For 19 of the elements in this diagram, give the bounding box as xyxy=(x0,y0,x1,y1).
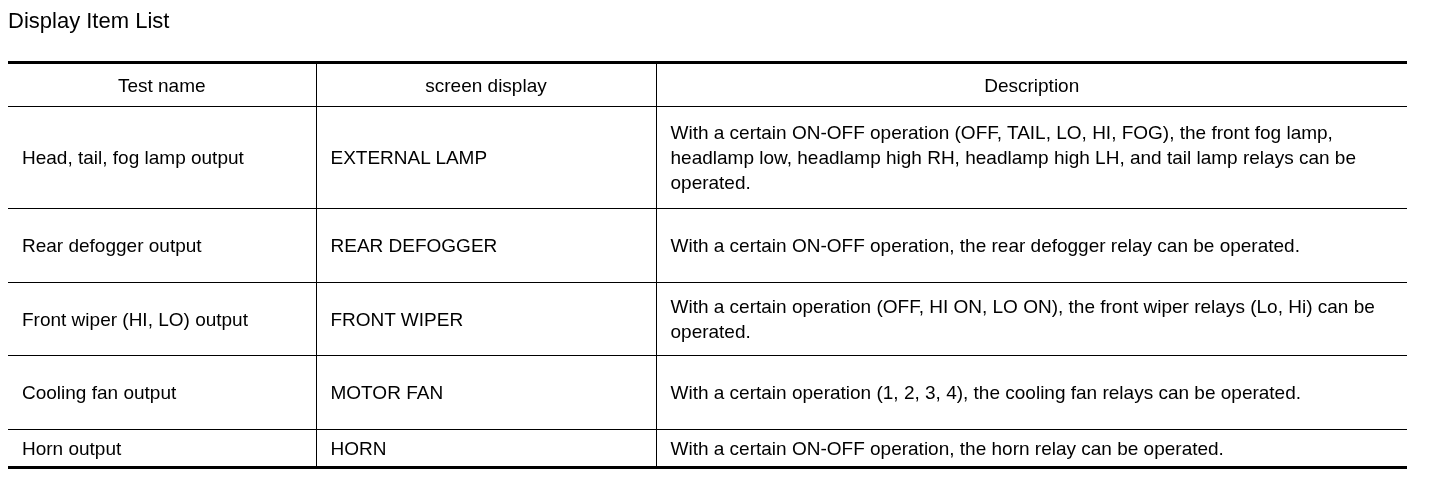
test-name: Horn output xyxy=(22,437,122,459)
column-header: screen display xyxy=(425,74,547,96)
screen-display-text: FRONT WIPER xyxy=(330,308,464,330)
test-name: Front wiper (HI, LO) output xyxy=(22,308,248,330)
table-title: Display Item List xyxy=(8,8,170,34)
column-header: Description xyxy=(984,74,1080,96)
test-name: Cooling fan output xyxy=(22,382,177,403)
screen-display-text: MOTOR FAN xyxy=(330,382,444,403)
test-name: Rear defogger output xyxy=(22,235,202,256)
description-text: With a certain operation (OFF, HI ON, LO ON), the front wiper relays (Lo, Hi) can be operated. xyxy=(670,296,1375,342)
column-header: Test name xyxy=(117,74,206,96)
test-name: Head, tail, fog lamp output xyxy=(22,147,244,168)
screen-display-text: HORN xyxy=(330,437,387,459)
description-text: With a certain ON-OFF operation (OFF, TAIL, LO, HI, FOG), the front fog lamp, headlamp low, headlamp high RH, headlamp high LH, and tail lamp relays can be operated. xyxy=(670,122,1356,193)
description-text: With a certain ON-OFF operation, the horn relay can be operated. xyxy=(670,437,1224,459)
description-text: With a certain operation (1, 2, 3, 4), the cooling fan relays can be operated. xyxy=(670,382,1302,403)
screen-display-text: REAR DEFOGGER xyxy=(330,235,498,256)
screen-display-text: EXTERNAL LAMP xyxy=(330,147,488,168)
description-text: With a certain ON-OFF operation, the rear defogger relay can be operated. xyxy=(670,235,1300,256)
